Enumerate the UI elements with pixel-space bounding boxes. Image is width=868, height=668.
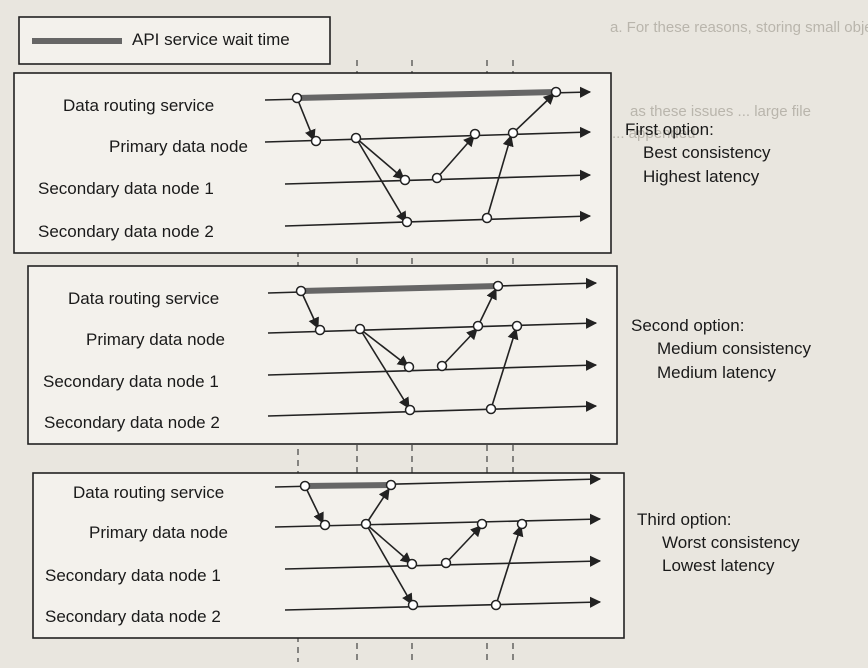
flow-arrow bbox=[512, 93, 555, 134]
event-node bbox=[319, 519, 331, 531]
svg-text:as these issues ... large file: as these issues ... large file bbox=[630, 103, 811, 120]
row-label-primary: Primary data node bbox=[86, 330, 225, 349]
event-node bbox=[404, 404, 416, 416]
event-node bbox=[507, 127, 519, 139]
legend: API service wait time bbox=[18, 16, 331, 65]
event-node bbox=[436, 360, 448, 372]
svg-text:a. For these reasons, storing: a. For these reasons, storing small obje… bbox=[610, 19, 868, 36]
option-latency: Medium latency bbox=[657, 363, 777, 382]
event-node bbox=[291, 92, 303, 104]
event-node bbox=[299, 480, 311, 492]
option-consistency: Best consistency bbox=[643, 143, 771, 162]
event-node bbox=[295, 285, 307, 297]
flow-arrow bbox=[365, 523, 413, 605]
flow-arrow bbox=[495, 524, 524, 606]
flow-arrow bbox=[355, 137, 407, 223]
panel-third-option: Data routing service Primary data node S… bbox=[32, 472, 800, 639]
event-node bbox=[385, 479, 397, 491]
event-node bbox=[406, 558, 418, 570]
flow-arrow bbox=[355, 137, 405, 180]
event-node bbox=[485, 403, 497, 415]
flow-arrow bbox=[477, 287, 497, 327]
row-label-primary: Primary data node bbox=[109, 137, 248, 156]
event-node bbox=[511, 320, 523, 332]
row-label-secondary-1: Secondary data node 1 bbox=[45, 566, 221, 585]
flow-arrow bbox=[296, 97, 316, 142]
event-node bbox=[516, 518, 528, 530]
option-title: Second option: bbox=[631, 316, 744, 335]
row-label-data-routing: Data routing service bbox=[68, 289, 219, 308]
event-node bbox=[431, 172, 443, 184]
flow-arrow bbox=[359, 328, 409, 367]
row-label-secondary-1: Secondary data node 1 bbox=[43, 372, 219, 391]
flow-arrow bbox=[486, 134, 514, 219]
event-node bbox=[490, 599, 502, 611]
background-page-text: a. For these reasons, storing small obje… bbox=[610, 19, 868, 142]
panel-box bbox=[13, 72, 612, 254]
option-title: First option: bbox=[625, 120, 714, 139]
event-node bbox=[407, 599, 419, 611]
event-node bbox=[550, 86, 562, 98]
timeline-secondary-2 bbox=[284, 596, 602, 611]
timeline-secondary-2 bbox=[267, 400, 598, 417]
event-node bbox=[354, 323, 366, 335]
flow-arrow bbox=[445, 525, 482, 564]
svg-text:... appended: ... appended bbox=[612, 125, 695, 142]
event-node bbox=[314, 324, 326, 336]
wait-bar bbox=[296, 89, 557, 101]
option-title: Third option: bbox=[637, 510, 732, 529]
event-node bbox=[403, 361, 415, 373]
flow-arrow bbox=[304, 485, 324, 525]
row-label-data-routing: Data routing service bbox=[63, 96, 214, 115]
option-consistency: Medium consistency bbox=[657, 339, 812, 358]
panel-first-option: Data routing service Primary data node S… bbox=[13, 72, 771, 254]
event-node bbox=[399, 174, 411, 186]
wait-bar bbox=[304, 482, 391, 489]
option-consistency: Worst consistency bbox=[662, 533, 800, 552]
flow-arrow bbox=[436, 135, 475, 179]
event-node bbox=[472, 320, 484, 332]
flow-arrow bbox=[365, 523, 412, 564]
event-node bbox=[492, 280, 504, 292]
event-node bbox=[360, 518, 372, 530]
flow-arrow bbox=[300, 290, 319, 330]
event-node bbox=[481, 212, 493, 224]
event-node bbox=[401, 216, 413, 228]
row-label-secondary-2: Secondary data node 2 bbox=[45, 607, 221, 626]
legend-label: API service wait time bbox=[132, 30, 290, 49]
event-node bbox=[310, 135, 322, 147]
flow-arrow bbox=[441, 328, 478, 367]
flow-arrow bbox=[359, 328, 410, 409]
option-latency: Lowest latency bbox=[662, 556, 775, 575]
wait-bar bbox=[300, 283, 499, 294]
timeline-secondary-1 bbox=[267, 359, 598, 376]
event-node bbox=[440, 557, 452, 569]
event-node bbox=[350, 132, 362, 144]
event-node bbox=[476, 518, 488, 530]
timeline-secondary-2 bbox=[284, 210, 592, 227]
row-label-primary: Primary data node bbox=[89, 523, 228, 542]
event-node bbox=[469, 128, 481, 140]
panel-box bbox=[32, 472, 625, 639]
row-label-secondary-2: Secondary data node 2 bbox=[38, 222, 214, 241]
row-label-data-routing: Data routing service bbox=[73, 483, 224, 502]
flow-arrow bbox=[365, 488, 390, 525]
panel-second-option: Data routing service Primary data node S… bbox=[27, 265, 812, 445]
row-label-secondary-1: Secondary data node 1 bbox=[38, 179, 214, 198]
option-latency: Highest latency bbox=[643, 167, 760, 186]
row-label-secondary-2: Secondary data node 2 bbox=[44, 413, 220, 432]
flow-arrow bbox=[490, 327, 519, 410]
